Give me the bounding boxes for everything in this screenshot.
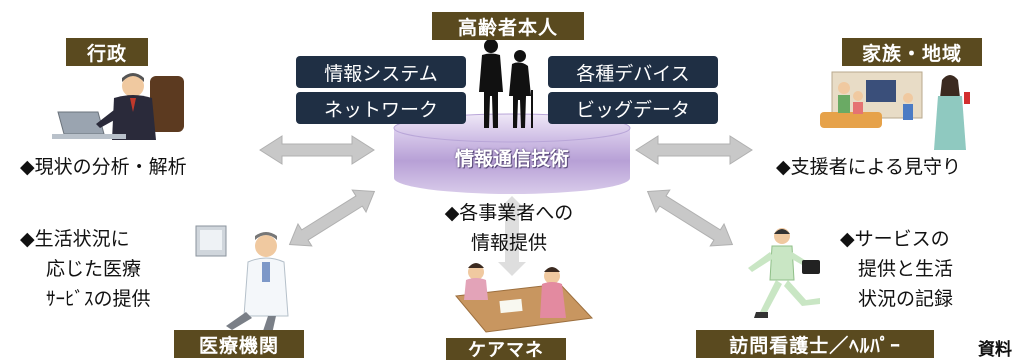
nurse-label: 訪問看護士／ﾍﾙﾊﾟｰ xyxy=(696,330,934,358)
arrow-hub-nurse xyxy=(646,189,734,247)
family-label: 家族・地域 xyxy=(842,38,982,66)
government-label: 行政 xyxy=(66,38,148,66)
nurse-note-line-3: 状況の記録 xyxy=(858,288,954,310)
caremanager-note-line-2: 情報提供 xyxy=(470,232,547,254)
family-icon xyxy=(820,71,970,150)
caremanager-note-line-1: ◆各事業者への xyxy=(444,202,574,224)
nurse-running-icon xyxy=(748,228,820,318)
arrow-hub-family xyxy=(635,135,753,165)
caremanager-label: ケアマネ xyxy=(446,338,566,360)
network-box: ネットワーク xyxy=(296,92,466,124)
government-note: ◆現状の分析・解析 xyxy=(20,156,187,178)
devices-box: 各種デバイス xyxy=(548,56,718,88)
arrow-hub-medical xyxy=(288,189,376,247)
arrow-government-hub xyxy=(259,135,375,165)
arrow-hub-caremanager xyxy=(498,196,526,276)
info-system-box: 情報システム xyxy=(296,56,466,88)
care-meeting-icon xyxy=(455,263,594,333)
family-note: ◆支援者による見守り xyxy=(776,156,962,178)
nurse-note-line-2: 提供と生活 xyxy=(858,258,954,280)
businessman-icon xyxy=(52,73,184,140)
elderly-couple-icon xyxy=(479,39,533,128)
medical-note-line-1: ◆生活状況に xyxy=(20,228,130,250)
medical-label: 医療機関 xyxy=(174,330,304,358)
elderly-label: 高齢者本人 xyxy=(432,12,584,40)
medical-note-line-2: 応じた医療 xyxy=(46,258,142,280)
doctor-icon xyxy=(195,225,289,334)
medical-note-line-3: ｻｰﾋﾞｽの提供 xyxy=(46,288,151,310)
bigdata-box: ビッグデータ xyxy=(548,92,718,124)
source-fragment: 資料 xyxy=(978,340,1012,360)
hub-label: 情報通信技術 xyxy=(454,147,569,170)
nurse-note-line-1: ◆サービスの xyxy=(840,228,950,250)
